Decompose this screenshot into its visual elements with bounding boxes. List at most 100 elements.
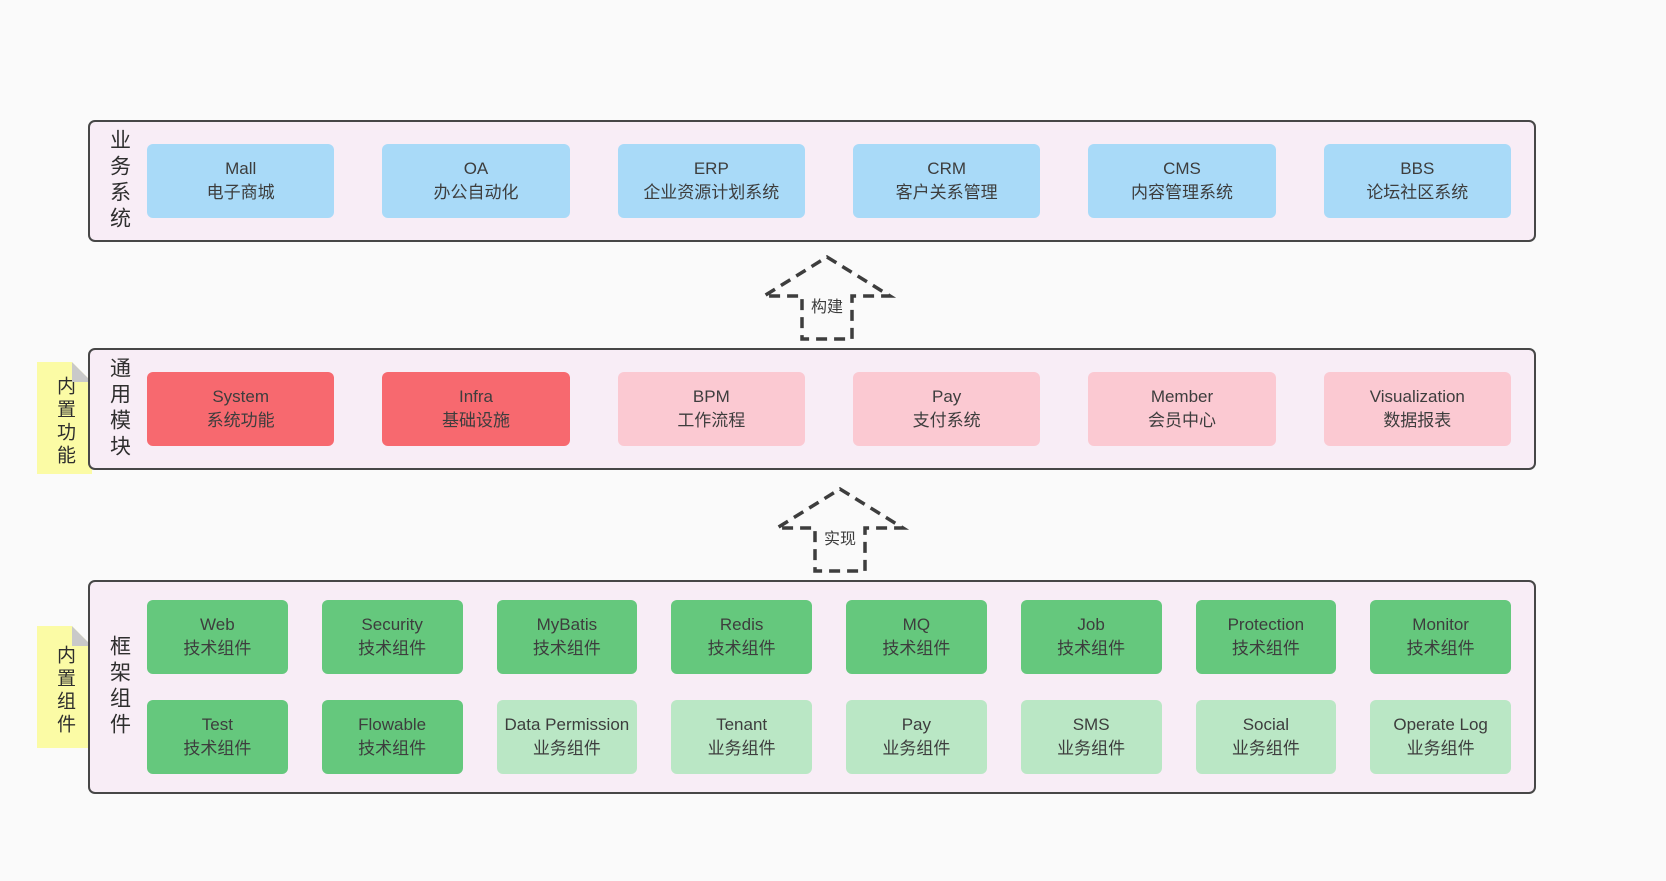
implement-arrow-label: 实现 bbox=[819, 524, 861, 550]
box-title: MQ bbox=[902, 615, 931, 634]
box-subtitle: 客户关系管理 bbox=[895, 183, 998, 202]
box-title: Visualization bbox=[1369, 387, 1465, 406]
box-subtitle: 技术组件 bbox=[707, 639, 776, 658]
module-box-infra: Infra 基础设施 bbox=[382, 372, 570, 446]
box-subtitle: 会员中心 bbox=[1147, 411, 1216, 430]
box-title: Social bbox=[1242, 715, 1290, 734]
module-box-system: System 系统功能 bbox=[147, 372, 335, 446]
module-box-bbs: BBS 论坛社区系统 bbox=[1323, 144, 1511, 218]
module-box-member: Member 会员中心 bbox=[1088, 372, 1276, 446]
module-box-oa: OA 办公自动化 bbox=[382, 144, 570, 218]
box-subtitle: 业务组件 bbox=[1231, 739, 1300, 758]
box-subtitle: 技术组件 bbox=[358, 639, 427, 658]
box-title: Pay bbox=[901, 715, 932, 734]
dashed-up-arrow-icon bbox=[770, 486, 910, 573]
common-modules-grid: System 系统功能 Infra 基础设施 BPM 工作流程 Pay 支付系统 Member 会… bbox=[147, 350, 1534, 468]
box-subtitle: 系统功能 bbox=[206, 411, 275, 430]
box-subtitle: 支付系统 bbox=[912, 411, 981, 430]
box-title: Monitor bbox=[1412, 615, 1469, 634]
box-title: Infra bbox=[458, 387, 493, 406]
box-subtitle: 业务组件 bbox=[1057, 739, 1126, 758]
module-box-pay: Pay 业务组件 bbox=[846, 700, 987, 774]
module-box-crm: CRM 客户关系管理 bbox=[852, 144, 1041, 218]
box-title: Data Permission bbox=[504, 715, 630, 734]
module-box-test: Test 技术组件 bbox=[147, 700, 288, 774]
business-systems-grid: Mall 电子商城 OA 办公自动化 ERP 企业资源计划系统 CRM 客户关系管理 CMS 内容… bbox=[147, 122, 1534, 240]
module-box-mq: MQ 技术组件 bbox=[846, 600, 987, 674]
sticky-note-builtin-components: 内置组件 bbox=[37, 626, 92, 748]
box-title: System bbox=[212, 387, 269, 406]
box-subtitle: 基础设施 bbox=[441, 411, 510, 430]
box-subtitle: 办公自动化 bbox=[433, 183, 519, 202]
module-box-web: Web 技术组件 bbox=[147, 600, 288, 674]
layer-common-modules: 通用模块 System 系统功能 Infra 基础设施 BPM 工作流程 Pay 支付系统 Me… bbox=[88, 348, 1536, 470]
box-subtitle: 工作流程 bbox=[677, 411, 746, 430]
box-subtitle: 电子商城 bbox=[206, 183, 275, 202]
box-title: Flowable bbox=[358, 715, 427, 734]
box-subtitle: 企业资源计划系统 bbox=[643, 183, 780, 202]
box-title: Member bbox=[1150, 387, 1214, 406]
module-box-operate-log: Operate Log 业务组件 bbox=[1370, 700, 1511, 774]
module-box-social: Social 业务组件 bbox=[1195, 700, 1337, 774]
module-box-erp: ERP 企业资源计划系统 bbox=[617, 144, 805, 218]
box-subtitle: 技术组件 bbox=[882, 639, 951, 658]
module-box-data-permission: Data Permission 业务组件 bbox=[496, 700, 638, 774]
box-title: BPM bbox=[692, 387, 730, 406]
layer-business-systems: 业务系统 Mall 电子商城 OA 办公自动化 ERP 企业资源计划系统 CRM 客户关系管理… bbox=[88, 120, 1536, 242]
box-title: CRM bbox=[927, 159, 967, 178]
dashed-up-arrow-icon bbox=[757, 254, 897, 341]
box-subtitle: 业务组件 bbox=[532, 739, 601, 758]
box-subtitle: 技术组件 bbox=[183, 739, 252, 758]
box-title: Redis bbox=[719, 615, 764, 634]
box-title: Mall bbox=[225, 159, 257, 178]
module-box-mall: Mall 电子商城 bbox=[147, 144, 335, 218]
module-box-redis: Redis 技术组件 bbox=[671, 600, 812, 674]
module-box-job: Job 技术组件 bbox=[1020, 600, 1162, 674]
build-arrow-label: 构建 bbox=[806, 292, 848, 318]
module-box-visualization: Visualization 数据报表 bbox=[1323, 372, 1511, 446]
module-box-cms: CMS 内容管理系统 bbox=[1088, 144, 1276, 218]
box-title: Operate Log bbox=[1393, 715, 1488, 734]
module-box-protection: Protection 技术组件 bbox=[1195, 600, 1337, 674]
build-arrow: 构建 bbox=[757, 254, 897, 342]
box-title: ERP bbox=[693, 159, 729, 178]
module-box-security: Security 技术组件 bbox=[321, 600, 463, 674]
box-title: Protection bbox=[1227, 615, 1305, 634]
box-title: Security bbox=[361, 615, 423, 634]
box-subtitle: 业务组件 bbox=[882, 739, 951, 758]
box-title: Test bbox=[201, 715, 233, 734]
module-box-sms: SMS 业务组件 bbox=[1020, 700, 1162, 774]
box-title: MyBatis bbox=[536, 615, 598, 634]
box-title: Job bbox=[1077, 615, 1105, 634]
layer-label-common-modules: 通用模块 bbox=[107, 357, 131, 461]
box-subtitle: 论坛社区系统 bbox=[1366, 183, 1469, 202]
box-subtitle: 技术组件 bbox=[1057, 639, 1126, 658]
box-title: CMS bbox=[1163, 159, 1201, 178]
sticky-note-builtin-features: 内置功能 bbox=[37, 362, 92, 474]
layer-label-business-systems: 业务系统 bbox=[107, 129, 131, 233]
implement-arrow: 实现 bbox=[770, 486, 910, 574]
box-subtitle: 业务组件 bbox=[707, 739, 776, 758]
box-title: BBS bbox=[1400, 159, 1435, 178]
box-subtitle: 内容管理系统 bbox=[1130, 183, 1233, 202]
box-subtitle: 业务组件 bbox=[1406, 739, 1475, 758]
box-title: Pay bbox=[932, 387, 962, 406]
box-subtitle: 数据报表 bbox=[1383, 411, 1452, 430]
sticky-note-label: 内置组件 bbox=[54, 645, 75, 737]
module-box-flowable: Flowable 技术组件 bbox=[321, 700, 463, 774]
module-box-bpm: BPM 工作流程 bbox=[617, 372, 805, 446]
box-subtitle: 技术组件 bbox=[532, 639, 601, 658]
box-subtitle: 技术组件 bbox=[1231, 639, 1300, 658]
module-box-pay: Pay 支付系统 bbox=[852, 372, 1041, 446]
box-subtitle: 技术组件 bbox=[183, 639, 252, 658]
module-box-monitor: Monitor 技术组件 bbox=[1370, 600, 1511, 674]
box-title: OA bbox=[463, 159, 489, 178]
box-title: Web bbox=[200, 615, 235, 634]
box-title: Tenant bbox=[716, 715, 768, 734]
box-subtitle: 技术组件 bbox=[358, 739, 427, 758]
box-title: SMS bbox=[1072, 715, 1110, 734]
box-subtitle: 技术组件 bbox=[1406, 639, 1475, 658]
